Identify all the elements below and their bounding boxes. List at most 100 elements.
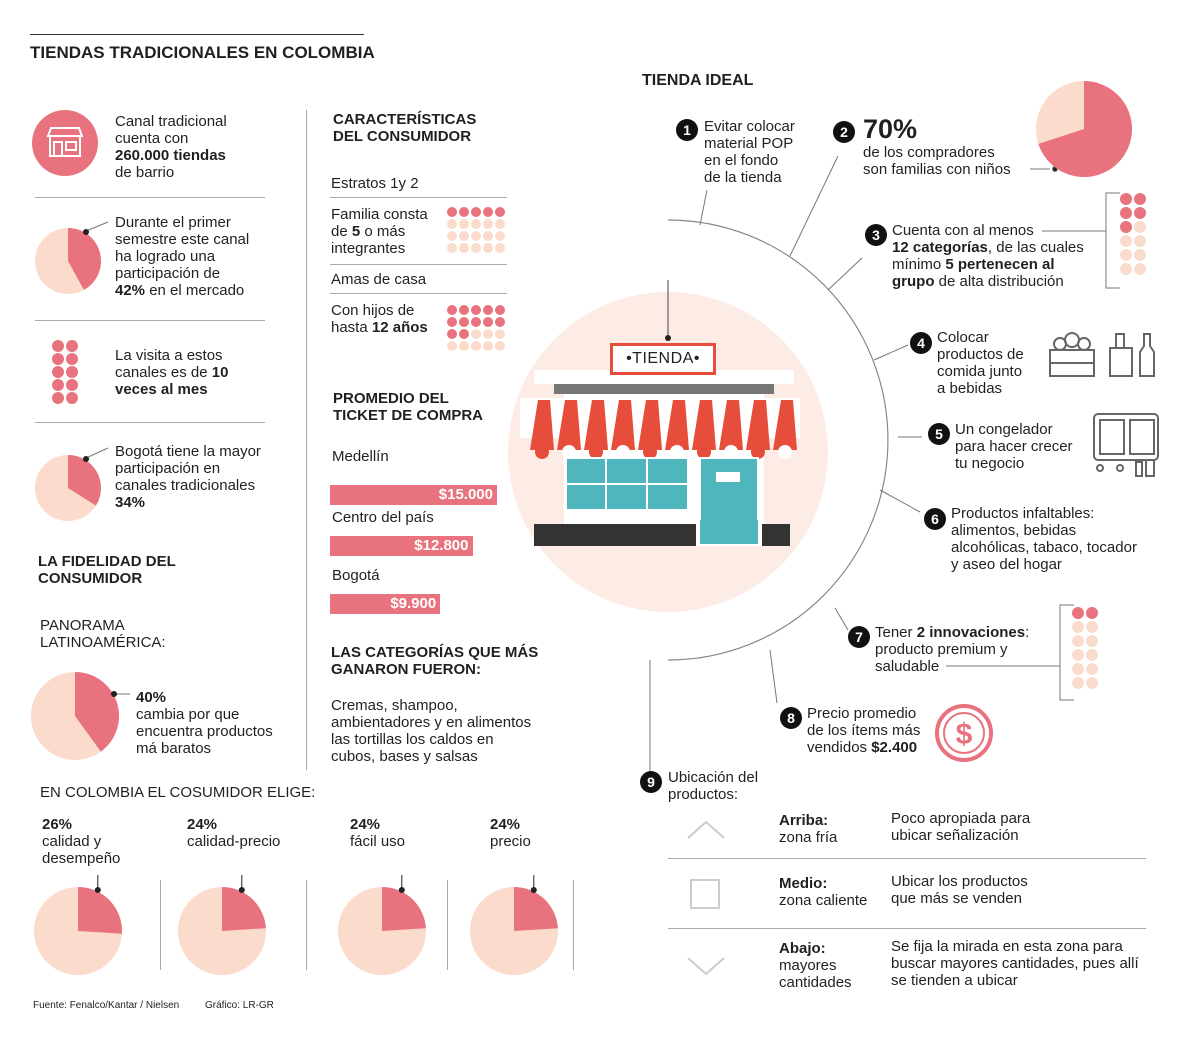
- item9-text: productos:: [668, 786, 739, 803]
- pie-slice: [382, 887, 426, 931]
- credit-note: Gráfico: LR-GR: [205, 1000, 274, 1011]
- awning-stripe: [611, 400, 635, 450]
- item4-text: a bebidas: [937, 380, 1003, 397]
- semestre-text: en el mercado: [145, 282, 245, 299]
- elige-title: EN COLOMBIA EL COSUMIDOR ELIGE:: [40, 784, 316, 801]
- item3-text: , de las cuales: [987, 239, 1084, 256]
- dot: [471, 341, 481, 351]
- item-number-7: 7: [848, 626, 870, 648]
- dot: [459, 219, 469, 229]
- elige-text: fácil uso: [350, 833, 406, 850]
- shelf-zone-label: Medio:: [779, 875, 828, 892]
- dot: [1072, 607, 1084, 619]
- dot: [447, 317, 457, 327]
- fidelidad-title: LA FIDELIDAD DEL: [38, 553, 176, 570]
- categorias-title: GANARON FUERON:: [331, 661, 481, 678]
- dot: [1120, 235, 1132, 247]
- pie-familias: [1036, 81, 1132, 177]
- dot: [447, 243, 457, 253]
- item8-text: Precio promedio: [807, 705, 917, 722]
- ticket-title: PROMEDIO DEL: [333, 390, 449, 407]
- item4-text: Colocar: [937, 329, 989, 346]
- semestre-text: ha logrado una: [115, 248, 216, 265]
- elige-item: 24%calidad-precio: [187, 816, 280, 850]
- dot: [483, 317, 493, 327]
- dot: [495, 317, 505, 327]
- awning-stripe: [719, 400, 743, 450]
- dot: [495, 207, 505, 217]
- dot: [447, 231, 457, 241]
- fidelidad-text: má baratos: [136, 740, 212, 757]
- categorias-title: LAS CATEGORÍAS QUE MÁS: [331, 644, 539, 661]
- dot: [471, 207, 481, 217]
- awning-scallop: [778, 445, 792, 459]
- dot: [459, 243, 469, 253]
- caract-title: CARACTERÍSTICAS: [333, 111, 477, 128]
- dot: [1086, 607, 1098, 619]
- elige-item: 24%precio: [490, 816, 531, 850]
- bogota-text: Bogotá tiene la mayor: [115, 443, 261, 460]
- semestre-text: semestre este canal: [115, 231, 250, 248]
- dot: [52, 366, 64, 378]
- dot: [1134, 263, 1146, 275]
- dot: [483, 219, 493, 229]
- dot: [447, 341, 457, 351]
- dot: [1120, 193, 1132, 205]
- dot: [447, 207, 457, 217]
- awning-scallop: [724, 445, 738, 459]
- amas-text: Amas de casa: [331, 271, 427, 288]
- awning-stripe: [692, 400, 716, 450]
- item1-text: Evitar colocar: [704, 118, 795, 135]
- shelf-desc-line: Se fija la mirada en esta zona para: [891, 938, 1123, 955]
- familia-text: Familia consta: [331, 206, 428, 223]
- familia-text: o más: [360, 223, 406, 240]
- dot: [66, 340, 78, 352]
- dot: [1072, 677, 1084, 689]
- dot: [1120, 207, 1132, 219]
- awning-stripe: [773, 400, 797, 450]
- hijos-age: 12 años: [371, 319, 428, 336]
- elige-text: calidad y: [42, 833, 102, 850]
- store-illustration: [508, 219, 889, 661]
- item-number-6: 6: [924, 508, 946, 530]
- ticket-city: Medellín: [332, 448, 389, 465]
- dot: [52, 353, 64, 365]
- shelf-desc-line: Ubicar los productos: [891, 873, 1028, 890]
- item-number-3: 3: [865, 224, 887, 246]
- dot: [1086, 663, 1098, 675]
- item3-text: de alta distribución: [934, 273, 1064, 290]
- dot: [66, 379, 78, 391]
- dot: [459, 305, 469, 315]
- item8-text: vendidos: [807, 739, 872, 756]
- semestre-text: participación de: [115, 265, 221, 282]
- elige-text: precio: [490, 833, 531, 850]
- dot: [447, 219, 457, 229]
- hijos-text: Con hijos de: [331, 302, 415, 319]
- food-and-drinks-icon: [1049, 332, 1155, 377]
- elige-item: 24%fácil uso: [350, 816, 405, 850]
- dot: [52, 340, 64, 352]
- elige-pct: 24%: [187, 816, 218, 833]
- ticket-bar: $12.800: [330, 536, 473, 556]
- categorias-text: ambientadores y en alimentos: [331, 714, 532, 731]
- item3-bold: grupo: [892, 273, 935, 290]
- bogota-text: participación en: [115, 460, 221, 477]
- dot: [471, 231, 481, 241]
- elige-pct: 24%: [350, 816, 381, 833]
- pie-elige-1: [178, 875, 266, 975]
- visita-count: 10: [211, 364, 229, 381]
- item-number-4: 4: [910, 332, 932, 354]
- item6-text: alimentos, bebidas: [951, 522, 1077, 539]
- pie-slice: [222, 887, 266, 931]
- item5-text: Un congelador: [955, 421, 1053, 438]
- item7-text: Tener: [875, 624, 917, 641]
- item3-bold: 5 pertenecen al: [945, 256, 1055, 273]
- ticket-title: TICKET DE COMPRA: [333, 407, 483, 424]
- pie-slice: [68, 455, 101, 506]
- canal-text: cuenta con: [115, 130, 189, 147]
- pie-slice: [75, 672, 119, 752]
- ticket-city: Centro del país: [332, 509, 434, 526]
